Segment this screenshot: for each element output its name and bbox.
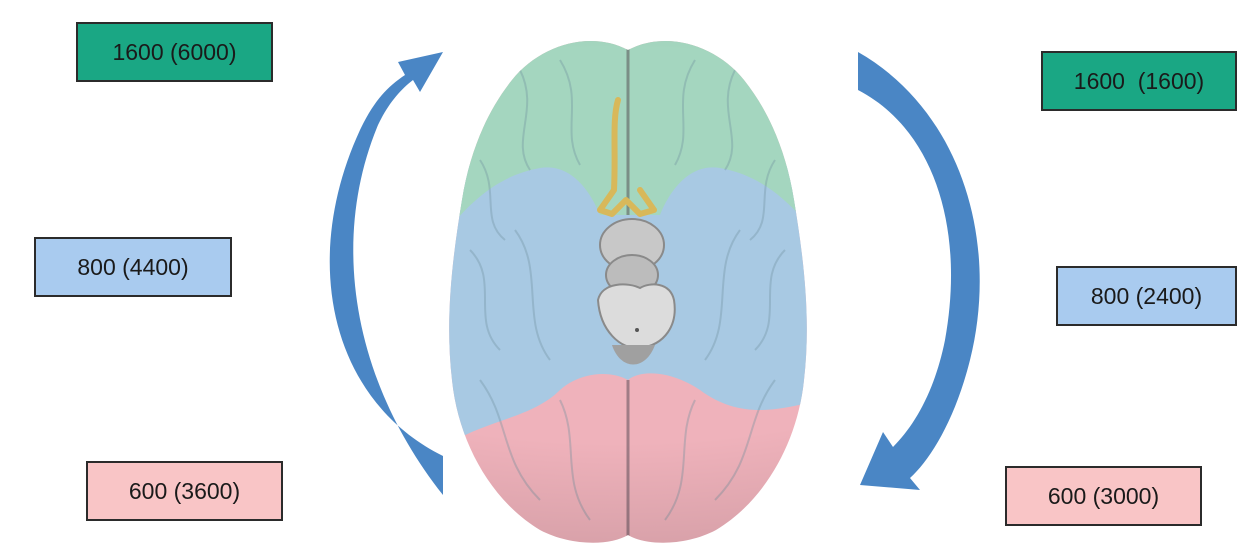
right-frontal-value: 1600 (1600) [1074,68,1204,95]
right-occipital-value: 600 (3000) [1048,483,1159,510]
left-frontal-value-box: 1600 (6000) [76,22,273,82]
left-curved-arrow-up [330,52,443,495]
left-frontal-value: 1600 (6000) [112,39,236,66]
left-occipital-value-box: 600 (3600) [86,461,283,521]
right-occipital-value-box: 600 (3000) [1005,466,1202,526]
right-curved-arrow-down [858,52,980,490]
right-temporal-value: 800 (2400) [1091,283,1202,310]
right-frontal-value-box: 1600 (1600) [1041,51,1237,111]
right-temporal-value-box: 800 (2400) [1056,266,1237,326]
left-temporal-value-box: 800 (4400) [34,237,232,297]
left-temporal-value: 800 (4400) [77,254,188,281]
left-occipital-value: 600 (3600) [129,478,240,505]
